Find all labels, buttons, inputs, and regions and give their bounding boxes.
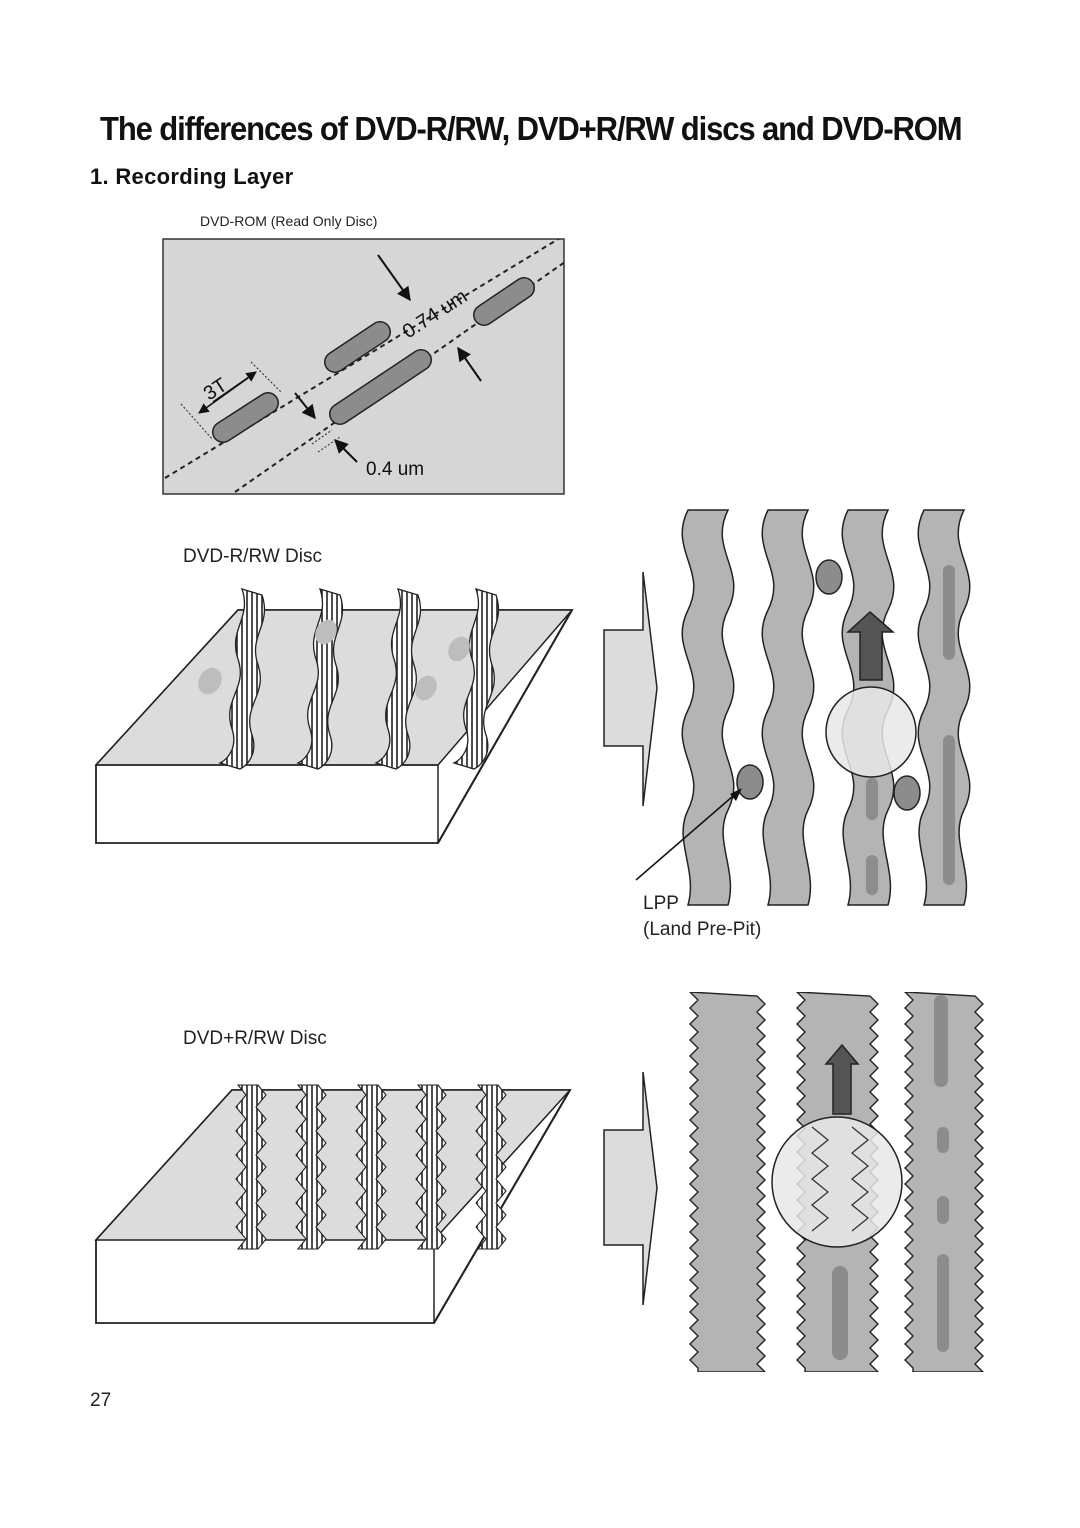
dvd-r-caption: DVD-R/RW Disc <box>183 546 322 567</box>
page-number: 27 <box>90 1390 112 1411</box>
rom-panel <box>162 238 565 495</box>
page-title: The differences of DVD-R/RW, DVD+R/RW di… <box>100 110 963 147</box>
lpp-label: LPP <box>643 893 679 914</box>
laser-spot <box>771 1116 903 1248</box>
dvd-plus-caption: DVD+R/RW Disc <box>183 1028 327 1049</box>
section-title: 1. Recording Layer <box>90 164 294 189</box>
rom-caption: DVD-ROM (Read Only Disc) <box>200 213 378 229</box>
direction-arrow <box>824 1043 860 1115</box>
lpp-description: (Land Pre-Pit) <box>643 919 762 940</box>
rom-width-label: 0.4 um <box>366 459 424 480</box>
direction-arrow <box>846 610 896 681</box>
laser-spot <box>825 686 917 778</box>
